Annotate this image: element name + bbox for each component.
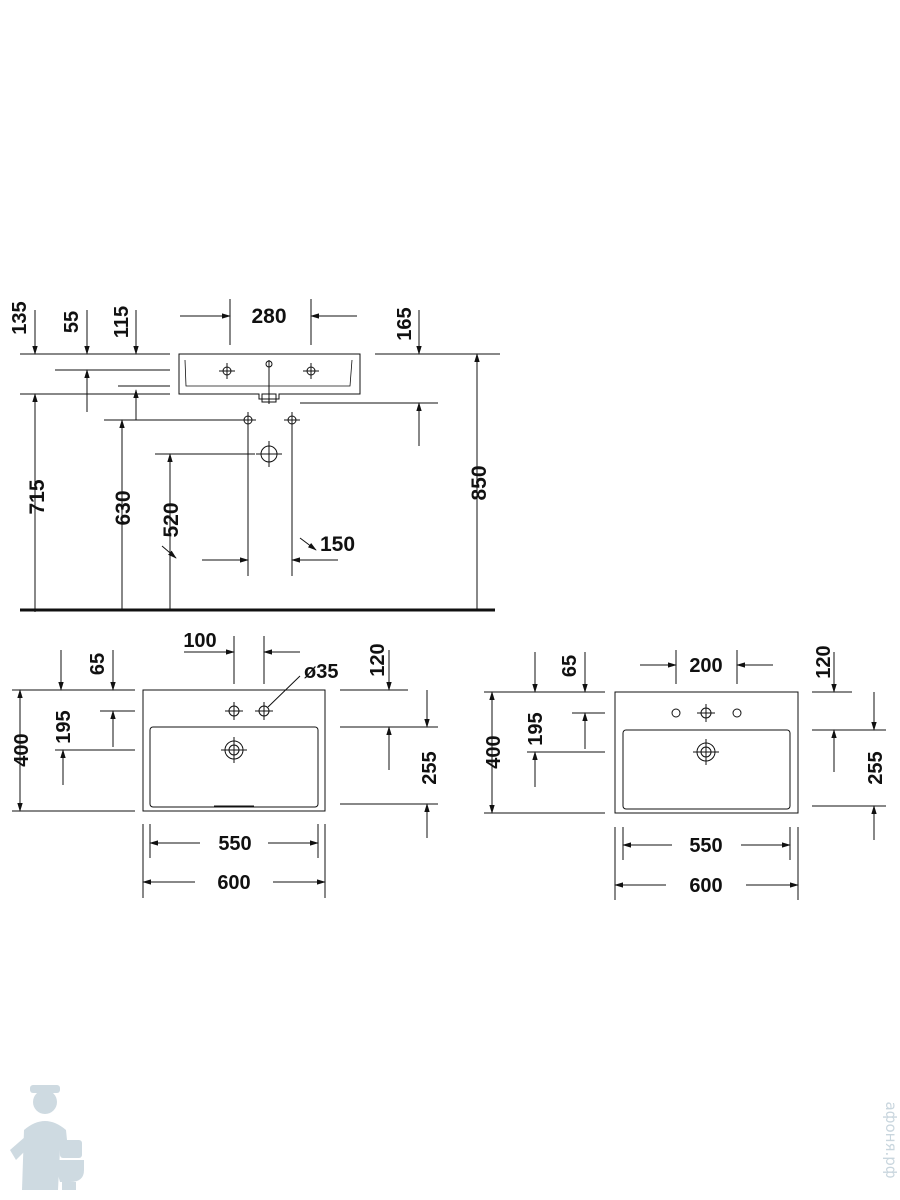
label-195: 195 — [53, 710, 75, 743]
top-view-three-hole-labels: 65 200 120 400 195 255 550 600 — [483, 645, 887, 897]
top-view-three-hole — [484, 650, 886, 900]
label-550: 550 — [218, 833, 251, 855]
bowl-outline — [149, 726, 319, 808]
tap-hole-left — [671, 708, 681, 718]
label-65: 65 — [87, 653, 109, 675]
label-850: 850 — [468, 465, 491, 500]
label-165: 165 — [394, 307, 416, 340]
label-120: 120 — [813, 645, 835, 678]
label-150: 150 — [320, 533, 355, 556]
label-400: 400 — [483, 735, 505, 768]
basin-inner-edge — [184, 359, 353, 387]
label-400: 400 — [11, 733, 33, 766]
tap-hole-right — [732, 708, 742, 718]
label-65: 65 — [559, 655, 581, 677]
label-55: 55 — [61, 311, 83, 333]
side-view — [20, 299, 500, 612]
label-115: 115 — [111, 306, 133, 338]
label-200: 200 — [689, 655, 722, 677]
label-255: 255 — [865, 751, 887, 784]
label-630: 630 — [112, 490, 135, 525]
plumber-mascot-icon — [10, 1085, 84, 1190]
label-715: 715 — [26, 479, 49, 514]
center-hole — [265, 360, 273, 368]
label-550: 550 — [689, 835, 722, 857]
label-100: 100 — [183, 630, 216, 652]
label-phi35: ø35 — [304, 661, 338, 683]
label-120: 120 — [367, 643, 389, 676]
top-view-one-hole — [12, 636, 438, 898]
label-280: 280 — [251, 305, 286, 328]
label-600: 600 — [217, 872, 250, 894]
label-520: 520 — [160, 502, 183, 537]
label-195: 195 — [525, 712, 547, 745]
basin-profile — [178, 353, 361, 400]
watermark-text: афоня.рф — [882, 1101, 900, 1178]
top-view-one-hole-labels: 100 65 120 ø35 400 195 255 550 600 — [11, 630, 441, 894]
side-view-labels: 135 55 115 280 165 715 630 520 850 150 — [9, 301, 491, 556]
basin-outline — [614, 691, 799, 814]
basin-outline — [142, 689, 326, 812]
label-135: 135 — [9, 301, 31, 334]
label-600: 600 — [689, 875, 722, 897]
label-255: 255 — [419, 751, 441, 784]
